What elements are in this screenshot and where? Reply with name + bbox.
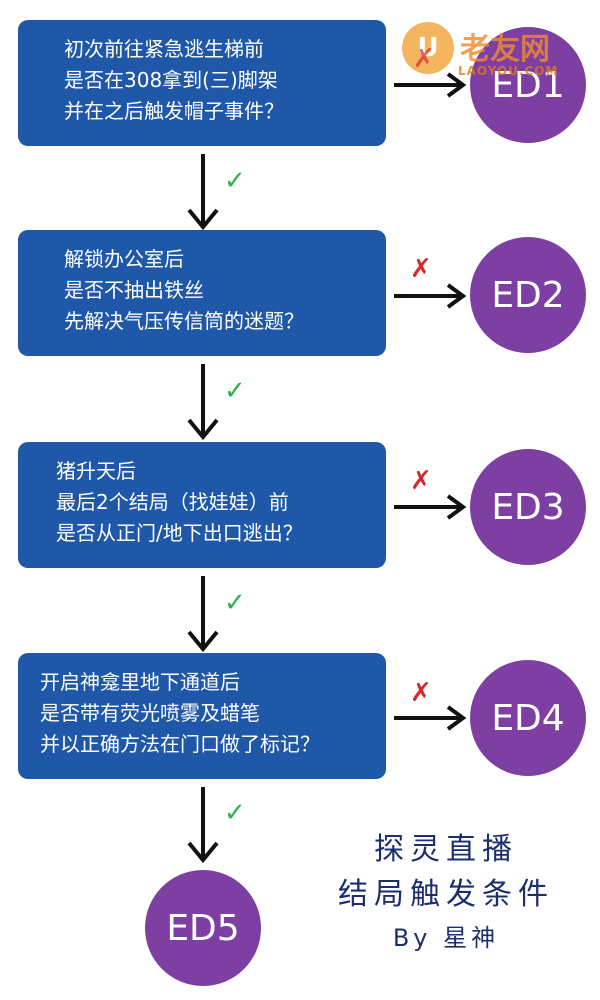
question-1-line-3: 并在之后触发帽子事件？ (64, 99, 284, 123)
right-arrow-icon (394, 494, 467, 520)
down-arrow-icon (187, 576, 219, 653)
right-arrow-icon (394, 283, 467, 309)
watermark-logo: U 老友网 LAOYOU.COM (402, 22, 582, 84)
ending-circle-ed3: ED3 (470, 449, 586, 565)
down-arrow-icon (187, 364, 219, 441)
question-box-2: 解锁办公室后 是否不抽出铁丝 先解决气压传信筒的迷题？ (18, 230, 386, 356)
question-box-3: 猪升天后 最后2个结局（找娃娃）前 是否从正门/地下出口逃出？ (18, 442, 386, 568)
question-3-line-3: 是否从正门/地下出口逃出？ (56, 521, 303, 545)
ending-circle-ed5: ED5 (145, 870, 261, 986)
logo-url: LAOYOU.COM (458, 64, 559, 78)
question-2-line-3: 先解决气压传信筒的迷题？ (64, 309, 304, 333)
check-mark-icon: ✓ (224, 588, 246, 618)
question-4-line-2: 是否带有荧光喷雾及蜡笔 (40, 701, 260, 725)
cross-mark-icon: ✗ (410, 254, 432, 284)
caption-subtitle: 结局触发条件 (338, 877, 554, 912)
ending-circle-ed4: ED4 (470, 660, 586, 776)
check-mark-icon: ✓ (224, 376, 246, 406)
logo-icon: U (402, 22, 454, 74)
down-arrow-icon (187, 787, 219, 864)
question-3-line-1: 猪升天后 (56, 459, 136, 483)
question-1-line-1: 初次前往紧急逃生梯前 (64, 37, 264, 61)
caption: 探灵直播 结局触发条件 By 星神 (316, 828, 576, 958)
right-arrow-icon (394, 72, 467, 98)
right-arrow-icon (394, 705, 467, 731)
cross-mark-icon: ✗ (410, 678, 432, 708)
cross-mark-icon: ✗ (413, 44, 435, 74)
question-box-1: 初次前往紧急逃生梯前 是否在308拿到(三)脚架 并在之后触发帽子事件？ (18, 20, 386, 146)
question-2-line-1: 解锁办公室后 (64, 247, 184, 271)
cross-mark-icon: ✗ (410, 466, 432, 496)
question-4-line-3: 并以正确方法在门口做了标记？ (40, 732, 320, 756)
ending-circle-ed1: ED1 (470, 27, 586, 143)
question-1-line-2: 是否在308拿到(三)脚架 (64, 68, 278, 92)
question-4-line-1: 开启神龛里地下通道后 (40, 670, 240, 694)
logo-name: 老友网 (460, 32, 550, 67)
down-arrow-icon (187, 154, 219, 231)
check-mark-icon: ✓ (224, 166, 246, 196)
ending-circle-ed2: ED2 (470, 237, 586, 353)
question-box-4: 开启神龛里地下通道后 是否带有荧光喷雾及蜡笔 并以正确方法在门口做了标记？ (18, 653, 386, 779)
check-mark-icon: ✓ (224, 798, 246, 828)
question-2-line-2: 是否不抽出铁丝 (64, 278, 204, 302)
caption-author: By 星神 (392, 924, 500, 952)
question-3-line-2: 最后2个结局（找娃娃）前 (56, 490, 289, 514)
caption-title: 探灵直播 (374, 832, 518, 867)
